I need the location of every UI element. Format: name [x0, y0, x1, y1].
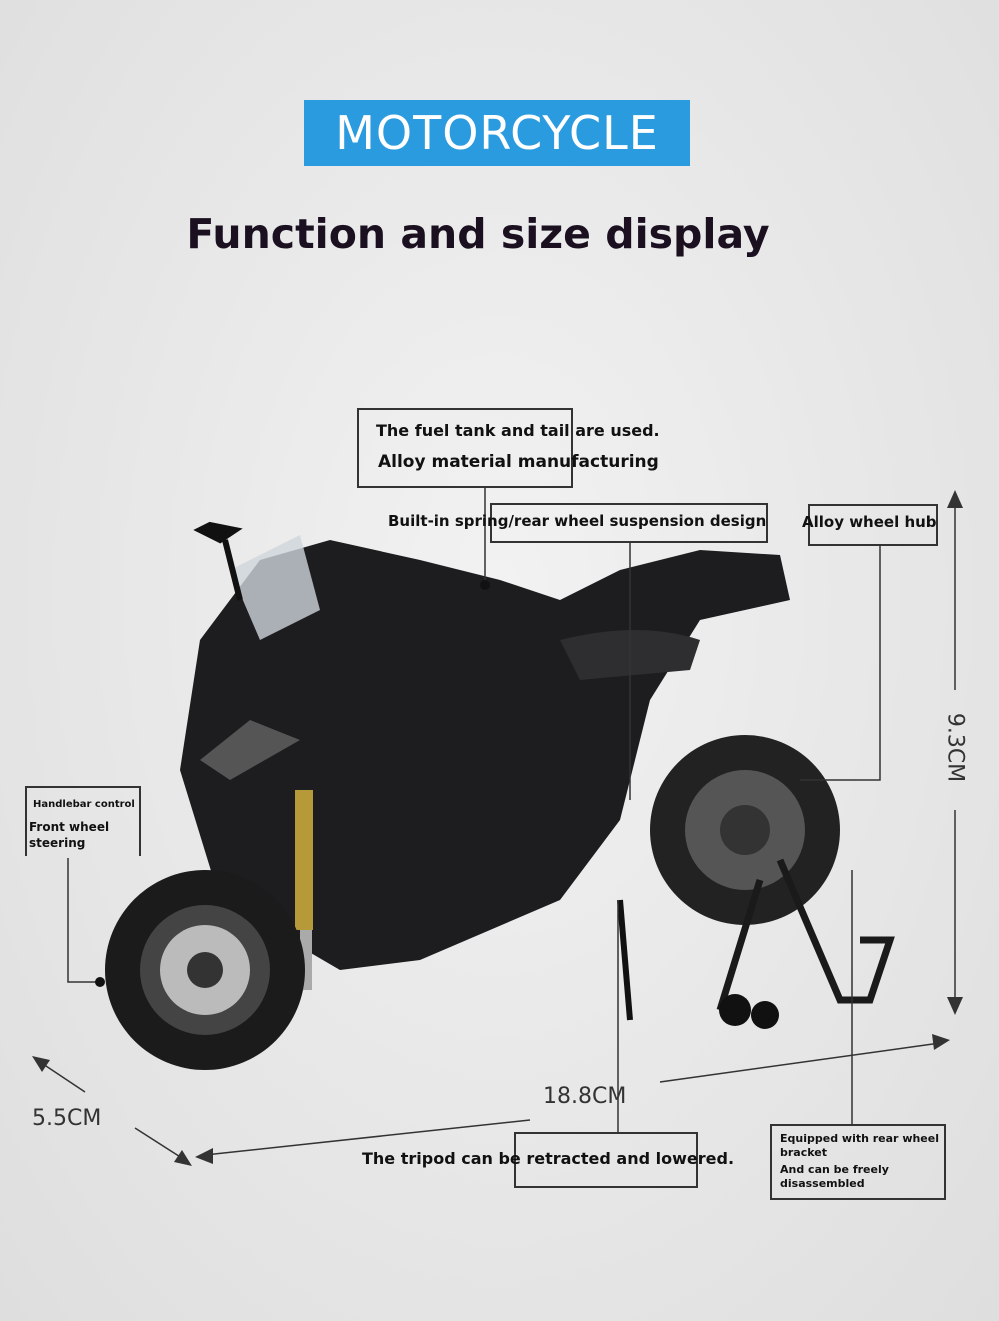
- bracket-text-2: bracket: [780, 1146, 827, 1159]
- kickstand: [617, 899, 633, 1021]
- title-badge: MOTORCYCLE: [304, 100, 690, 166]
- handlebar-text-1: Handlebar control: [33, 799, 135, 810]
- bracket-callout: [770, 1124, 946, 1200]
- height-dimension: 9.3CM: [942, 712, 968, 783]
- tripod-text: The tripod can be retracted and lowered.: [362, 1149, 735, 1168]
- width-dimension: 5.5CM: [32, 1106, 102, 1131]
- bracket-text-3: And can be freely: [780, 1163, 889, 1176]
- wheel-hub-callout: [808, 504, 938, 546]
- bracket-text-1: Equipped with rear wheel: [780, 1132, 940, 1145]
- page-title: Function and size display: [186, 210, 770, 258]
- bracket-text-4: disassembled: [780, 1177, 865, 1190]
- rear-stand: [716, 858, 895, 1012]
- suspension-text: Built-in spring/rear wheel suspension de…: [388, 512, 767, 530]
- fuel-tank-text-2: Alloy material manufacturing: [378, 452, 659, 472]
- handlebar-text-2: Front wheel: [29, 820, 110, 834]
- fuel-tank-callout: [357, 408, 573, 488]
- fuel-tank-text-1: The fuel tank and tail are used.: [376, 421, 660, 440]
- wheel-hub-text: Alloy wheel hub: [802, 513, 937, 531]
- suspension-callout: [490, 503, 768, 543]
- handlebar-text-3: steering: [29, 836, 86, 850]
- tripod-callout: [514, 1132, 698, 1188]
- length-dimension: 18.8CM: [543, 1084, 627, 1109]
- handlebar-callout: [25, 786, 141, 856]
